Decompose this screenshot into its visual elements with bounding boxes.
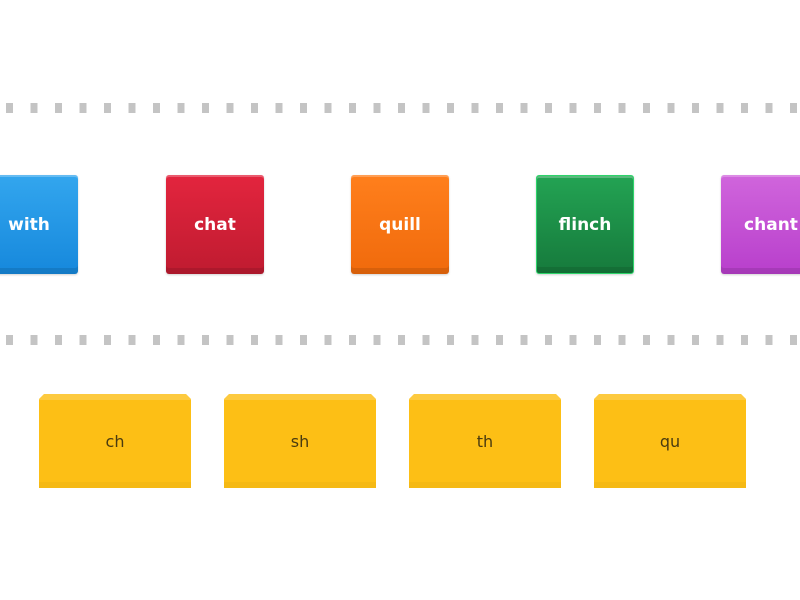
word-card-quill[interactable]: quill [351,175,449,274]
word-card-label: chant [744,214,798,235]
drop-target-sh[interactable]: sh [224,394,376,488]
drop-target-qu[interactable]: qu [594,394,746,488]
word-card-label: quill [379,214,421,235]
bottom-conveyor-track [0,335,800,345]
drop-target-label: sh [290,431,310,451]
word-card-label: flinch [558,214,612,235]
drop-target-label: th [476,431,494,451]
top-conveyor-track [0,103,800,113]
word-card-chat[interactable]: chat [166,175,264,274]
word-card-label: with [8,214,50,235]
drop-target-label: qu [659,431,681,451]
drop-target-th[interactable]: th [409,394,561,488]
word-card-flinch[interactable]: flinch [536,175,634,274]
drop-target-label: ch [105,431,125,451]
word-card-with[interactable]: with [0,175,78,274]
drop-target-ch[interactable]: ch [39,394,191,488]
word-card-chant[interactable]: chant [721,175,800,274]
word-card-label: chat [194,214,236,235]
